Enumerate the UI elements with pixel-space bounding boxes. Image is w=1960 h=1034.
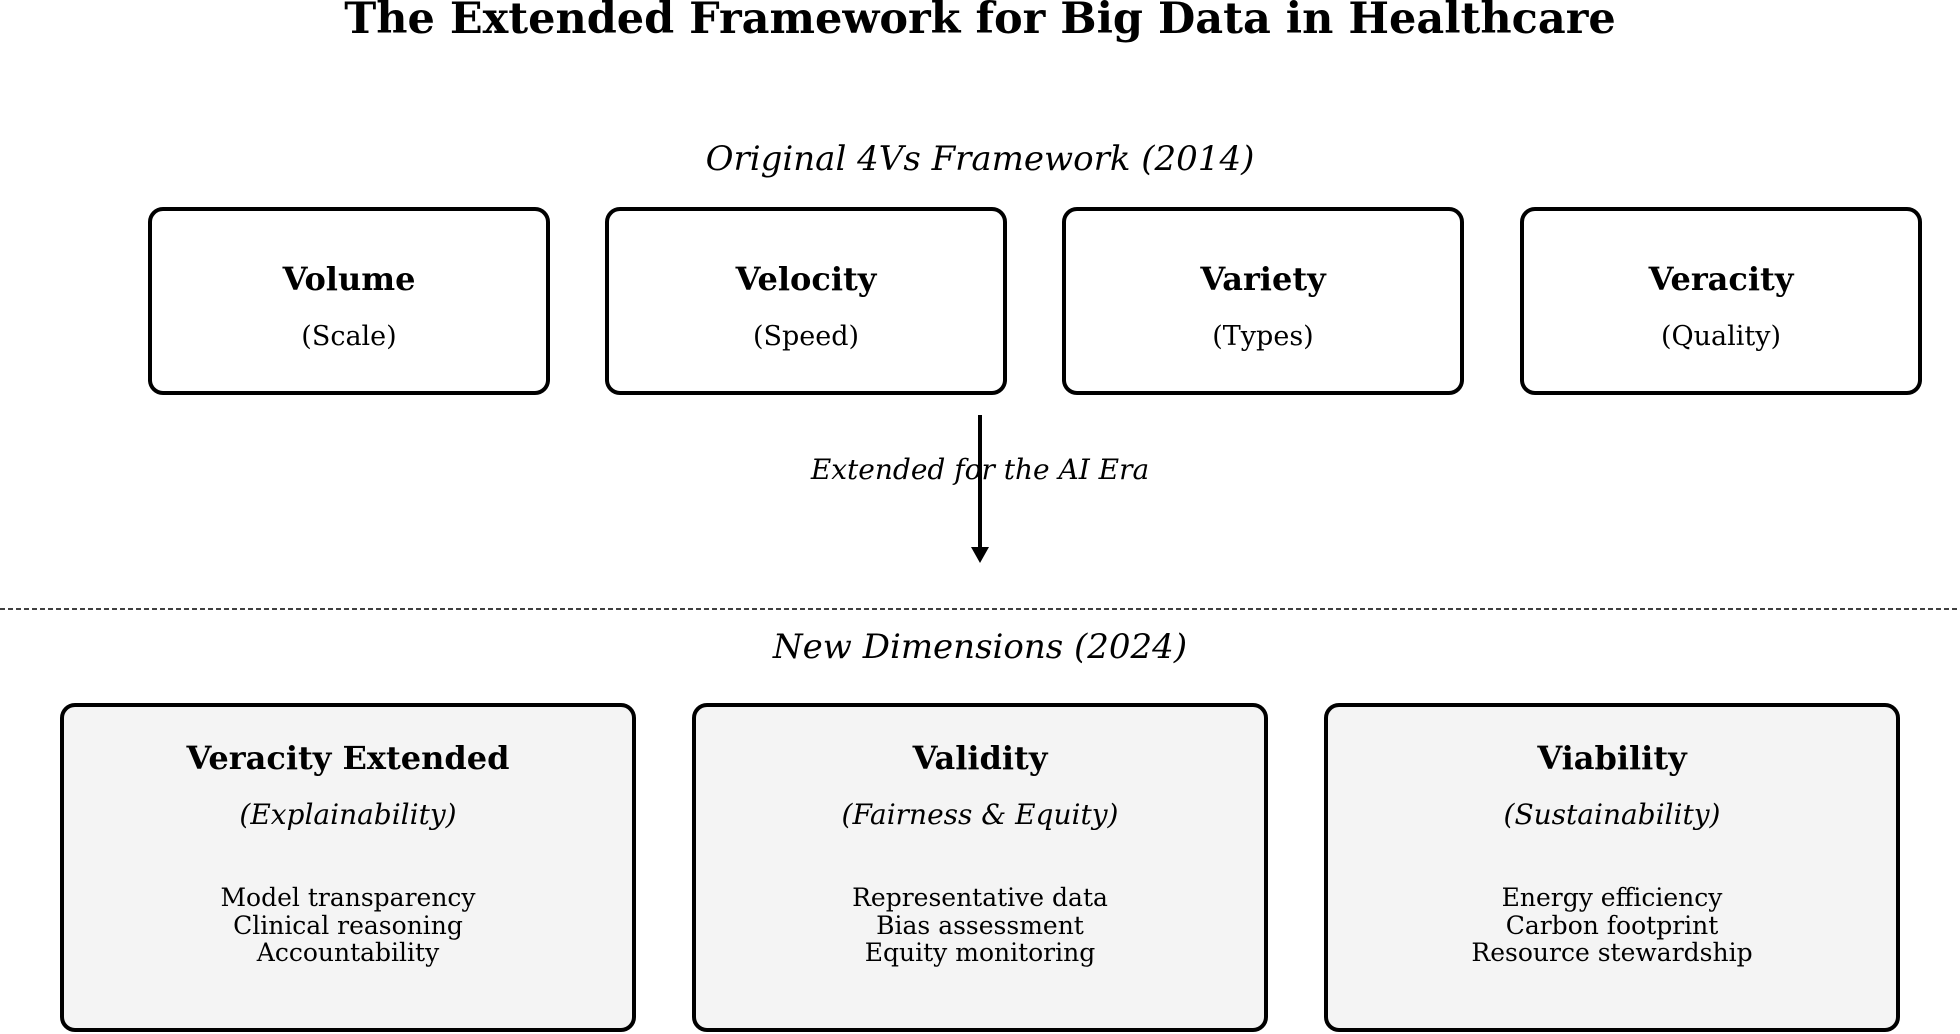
- list-item: Accountability: [256, 938, 440, 967]
- original-framework-heading: Original 4Vs Framework (2014): [705, 139, 1255, 179]
- box-points-list: Representative data Bias assessment Equi…: [696, 884, 1264, 967]
- box-subtitle: (Sustainability): [1503, 798, 1721, 831]
- down-arrow-head-icon: [971, 547, 989, 563]
- list-item: Equity monitoring: [864, 938, 1096, 967]
- box-label: Validity: [912, 739, 1048, 777]
- diagram-title: The Extended Framework for Big Data in H…: [344, 0, 1616, 44]
- box-label: Viability: [1537, 739, 1687, 777]
- list-item: Clinical reasoning: [233, 910, 463, 940]
- box-subtitle: (Scale): [301, 321, 397, 352]
- box-subtitle: (Quality): [1660, 321, 1782, 352]
- box-label: Veracity: [1648, 260, 1794, 298]
- box-veracity: Veracity (Quality): [1520, 207, 1922, 395]
- box-points-list: Model transparency Clinical reasoning Ac…: [64, 884, 632, 967]
- box-label: Velocity: [735, 260, 877, 298]
- box-volume: Volume (Scale): [148, 207, 550, 395]
- box-subtitle: (Explainability): [239, 798, 457, 831]
- box-viability: Viability (Sustainability) Energy effici…: [1324, 703, 1900, 1032]
- new-dimensions-heading: New Dimensions (2024): [772, 627, 1188, 667]
- list-item: Representative data: [852, 883, 1108, 912]
- box-points-list: Energy efficiency Carbon footprint Resou…: [1328, 884, 1896, 967]
- box-velocity: Velocity (Speed): [605, 207, 1007, 395]
- list-item: Bias assessment: [876, 910, 1084, 940]
- list-item: Energy efficiency: [1501, 883, 1723, 912]
- box-variety: Variety (Types): [1062, 207, 1464, 395]
- box-label: Variety: [1200, 260, 1326, 298]
- list-item: Carbon footprint: [1505, 910, 1719, 940]
- box-subtitle: (Fairness & Equity): [841, 798, 1119, 831]
- list-item: Model transparency: [220, 883, 476, 912]
- transition-label: Extended for the AI Era: [810, 453, 1150, 486]
- list-item: Resource stewardship: [1471, 938, 1753, 967]
- box-label: Veracity Extended: [186, 739, 510, 777]
- box-label: Volume: [282, 260, 416, 298]
- box-validity: Validity (Fairness & Equity) Representat…: [692, 703, 1268, 1032]
- box-veracity-extended: Veracity Extended (Explainability) Model…: [60, 703, 636, 1032]
- box-subtitle: (Types): [1212, 321, 1314, 352]
- box-subtitle: (Speed): [752, 321, 860, 352]
